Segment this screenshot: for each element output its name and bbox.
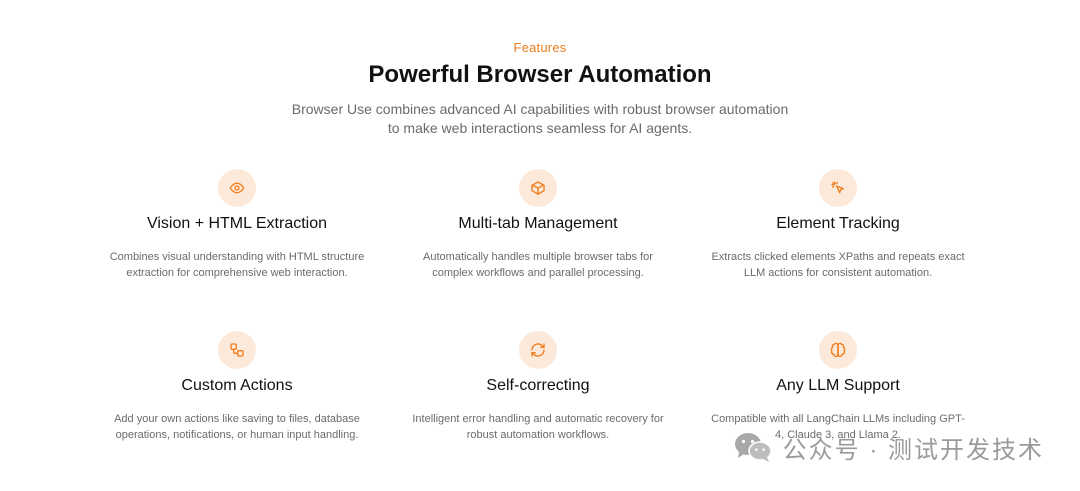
feature-title: Self-correcting (486, 377, 590, 394)
brain-icon (819, 331, 857, 369)
feature-title: Vision + HTML Extraction (146, 215, 328, 232)
wechat-icon (734, 433, 772, 462)
cursor-click-icon (819, 169, 857, 207)
workflow-icon (218, 331, 256, 369)
feature-description: Compatible with all LangChain LLMs inclu… (711, 413, 965, 441)
feature-title: Any LLM Support (776, 377, 900, 394)
feature-description: Add your own actions like saving to file… (114, 413, 360, 441)
feature-description: Combines visual understanding with HTML … (109, 251, 365, 279)
feature-description: Extracts clicked elements XPaths and rep… (711, 251, 965, 279)
section-eyebrow: Features (513, 40, 567, 55)
feature-description: Intelligent error handling and automatic… (412, 413, 664, 441)
feature-title: Multi-tab Management (458, 215, 618, 232)
feature-title: Element Tracking (776, 215, 900, 232)
watermark: 公众号 · 测试开发技术 (733, 430, 1044, 464)
cube-icon (519, 169, 557, 207)
eye-icon (218, 169, 256, 207)
feature-title: Custom Actions (181, 377, 293, 394)
feature-description: Automatically handles multiple browser t… (423, 251, 653, 279)
refresh-icon (519, 331, 557, 369)
section-subtitle: Browser Use combines advanced AI capabil… (291, 101, 789, 136)
watermark-text: 公众号 · 测试开发技术 (782, 436, 1044, 464)
section-title: Powerful Browser Automation (368, 61, 712, 88)
